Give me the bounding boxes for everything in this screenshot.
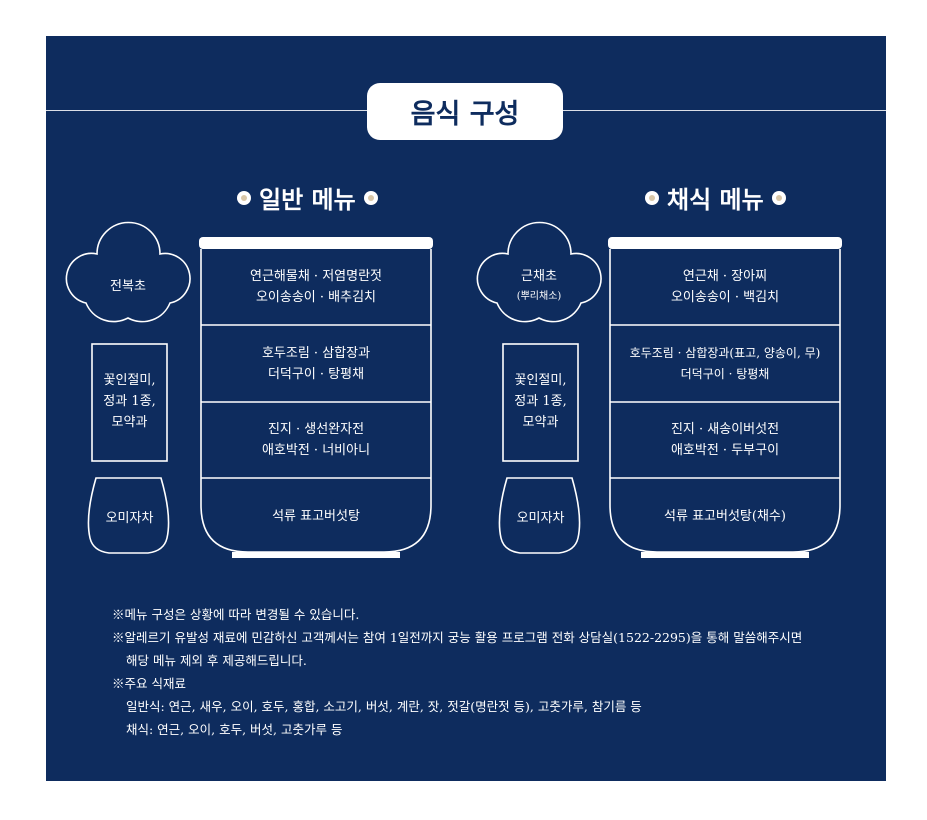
flower-sublabel: (뿌리채소): [516, 291, 562, 302]
bowl-base: [232, 552, 400, 558]
page-title: 음식 구성: [367, 83, 563, 140]
general-menu-label: 일반 메뉴: [259, 186, 356, 214]
flower-label: 전복초: [110, 279, 146, 294]
flower-label: 근채초: [521, 269, 557, 284]
veg-menu-title: 채식 메뉴: [645, 180, 786, 215]
note-general-ingredients: 일반식: 연근, 새우, 오이, 호두, 홍합, 소고기, 버섯, 계란, 잣,…: [126, 699, 642, 714]
menu-panel: [46, 36, 886, 781]
teacup-shape: [87, 477, 170, 554]
bowl-row-2: 호두조림 · 삼합장과(표고, 양송이, 무) 더덕구이 · 탕평채: [629, 346, 821, 381]
rice-cake-label: 꽃인절미, 정과 1종, 모약과: [514, 373, 567, 430]
teacup-label: 오미자차: [516, 511, 565, 526]
veg-menu-label: 채식 메뉴: [667, 186, 764, 214]
bowl-lid: [199, 237, 433, 249]
bowl-row-3: 진지 · 생선완자전 애호박전 · 너비아니: [261, 422, 371, 458]
note-menu-change: ※메뉴 구성은 상황에 따라 변경될 수 있습니다.: [112, 607, 360, 622]
bowl-base: [641, 552, 809, 558]
bullet-icon: [771, 190, 786, 205]
bullet-icon: [645, 190, 659, 205]
bullet-icon: [363, 190, 378, 205]
notes-section: ※메뉴 구성은 상황에 따라 변경될 수 있습니다. ※알레르기 유발성 재료에…: [112, 603, 802, 741]
general-menu-title: 일반 메뉴: [237, 180, 378, 215]
note-ingredients-heading: ※주요 식재료: [112, 676, 186, 691]
rice-cake-label: 꽃인절미, 정과 1종, 모약과: [103, 373, 156, 430]
bowl-row-1: 연근해물채 · 저염명란젓 오이송송이 · 배추김치: [250, 269, 382, 305]
bowl-row-3: 진지 · 새송이버섯전 애호박전 · 두부구이: [670, 422, 780, 458]
rice-cake-box: [91, 343, 168, 462]
note-allergy: ※알레르기 유발성 재료에 민감하신 고객께서는 참여 1일전까지 궁능 활용 …: [112, 630, 803, 645]
note-veg-ingredients: 채식: 연근, 오이, 호두, 버섯, 고춧가루 등: [126, 722, 343, 737]
divider-right: [563, 110, 886, 111]
bowl-lid: [608, 237, 842, 249]
teacup-label: 오미자차: [105, 511, 154, 526]
bowl-row-1: 연근채 · 장아찌 오이송송이 · 백김치: [670, 269, 780, 305]
bowl-row-4: 석류 표고버섯탕(채수): [664, 509, 786, 524]
rice-cake-box: [502, 343, 579, 462]
flower-shape: [476, 221, 602, 323]
flower-shape: [65, 221, 191, 323]
note-allergy-cont: 해당 메뉴 제외 후 제공해드립니다.: [126, 653, 307, 668]
bowl-row-2: 호두조림 · 삼합장과 더덕구이 · 탕평채: [261, 346, 371, 382]
divider-left: [46, 110, 367, 111]
bowl-row-4: 석류 표고버섯탕: [272, 509, 360, 524]
bullet-icon: [237, 190, 251, 205]
teacup-shape: [498, 477, 581, 554]
